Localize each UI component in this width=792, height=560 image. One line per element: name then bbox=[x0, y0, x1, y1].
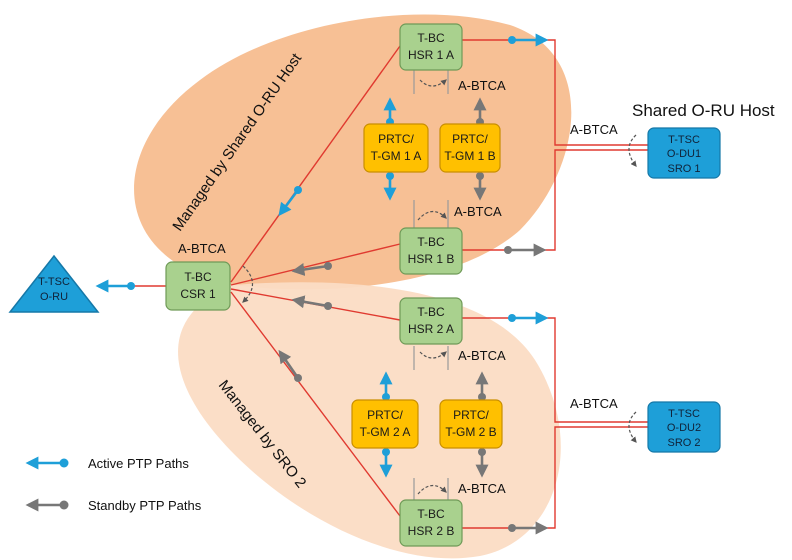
btca-arc-hsr1a bbox=[419, 79, 447, 87]
btca-label-csr1: A-BTCA bbox=[178, 241, 226, 256]
active-arrow-hsr1a-csr1 bbox=[278, 186, 302, 217]
btca-arc-du2 bbox=[628, 411, 637, 443]
svg-text:T-GM 2 B: T-GM 2 B bbox=[445, 425, 496, 439]
svg-text:T-TSC: T-TSC bbox=[38, 276, 70, 288]
svg-text:PRTC/: PRTC/ bbox=[378, 132, 414, 146]
svg-text:T-TSC: T-TSC bbox=[668, 134, 700, 146]
node-gm1b: PRTC/ T-GM 1 B bbox=[439, 123, 501, 173]
gm-connectors bbox=[413, 70, 449, 500]
legend-active: Active PTP Paths bbox=[25, 456, 189, 471]
legend-standby: Standby PTP Paths bbox=[25, 498, 202, 513]
btca-arc-csr1 bbox=[242, 265, 254, 303]
title-shared-oru-host: Shared O-RU Host bbox=[632, 101, 775, 120]
node-csr1: T-BC CSR 1 bbox=[165, 261, 231, 311]
node-hsr2b: T-BC HSR 2 B bbox=[399, 499, 463, 547]
node-gm1a: PRTC/ T-GM 1 A bbox=[363, 123, 429, 173]
standby-arrows bbox=[278, 97, 549, 535]
active-arrow-hsr2a-du2 bbox=[508, 311, 549, 325]
svg-text:T-BC: T-BC bbox=[417, 305, 445, 319]
svg-text:SRO 1: SRO 1 bbox=[667, 163, 700, 175]
standby-arrow-gm1b-down bbox=[473, 172, 487, 201]
node-du2: T-TSC O-DU2 SRO 2 bbox=[647, 401, 721, 453]
standby-arrow-hsr1b-csr1 bbox=[291, 262, 332, 276]
svg-text:CSR 1: CSR 1 bbox=[180, 287, 216, 301]
node-hsr2a: T-BC HSR 2 A bbox=[399, 297, 463, 345]
link-csr1-hsr1b bbox=[230, 243, 401, 286]
btca-label-du1: A-BTCA bbox=[570, 122, 618, 137]
node-hsr1b: T-BC HSR 1 B bbox=[399, 227, 463, 275]
active-arrow-gm2a-down bbox=[379, 448, 393, 478]
link-csr1-hsr2b bbox=[230, 291, 401, 517]
svg-text:T-GM 2 A: T-GM 2 A bbox=[360, 425, 411, 439]
legend: Active PTP Paths Standby PTP Paths bbox=[25, 456, 202, 513]
svg-text:O-DU1: O-DU1 bbox=[667, 148, 701, 160]
svg-text:PRTC/: PRTC/ bbox=[452, 132, 488, 146]
svg-text:T-TSC: T-TSC bbox=[668, 408, 700, 420]
btca-arc-hsr2a bbox=[419, 351, 447, 359]
svg-text:HSR 1 A: HSR 1 A bbox=[408, 48, 454, 62]
region-shared-oru-host bbox=[134, 14, 572, 290]
svg-text:PRTC/: PRTC/ bbox=[453, 408, 489, 422]
btca-label-hsr1a: A-BTCA bbox=[458, 78, 506, 93]
btca-arc-hsr2b bbox=[417, 484, 447, 495]
svg-text:T-BC: T-BC bbox=[417, 31, 445, 45]
btca-arc-du1 bbox=[628, 134, 637, 167]
svg-text:SRO 2: SRO 2 bbox=[667, 437, 700, 449]
active-arrow-gm2a-up bbox=[379, 371, 393, 401]
legend-active-label: Active PTP Paths bbox=[88, 456, 189, 471]
svg-text:T-GM 1 A: T-GM 1 A bbox=[371, 149, 422, 163]
btca-label-hsr1b: A-BTCA bbox=[454, 204, 502, 219]
svg-text:T-GM 1 B: T-GM 1 B bbox=[444, 149, 495, 163]
btca-arcs bbox=[242, 79, 637, 495]
legend-standby-label: Standby PTP Paths bbox=[88, 498, 202, 513]
svg-text:T-BC: T-BC bbox=[417, 235, 445, 249]
standby-arrow-gm2b-down bbox=[475, 448, 489, 478]
active-arrow-gm1a-down bbox=[383, 172, 397, 201]
node-gm2a: PRTC/ T-GM 2 A bbox=[351, 399, 419, 449]
svg-text:HSR 2 A: HSR 2 A bbox=[408, 322, 454, 336]
node-hsr1a: T-BC HSR 1 A bbox=[399, 23, 463, 71]
node-o-ru: T-TSC O-RU bbox=[8, 254, 100, 313]
active-arrow-csr1-oru bbox=[95, 279, 135, 293]
standby-arrow-hsr2a-csr1 bbox=[291, 295, 332, 310]
link-csr1-hsr1a bbox=[230, 45, 401, 283]
standby-arrow-hsr1b-du1 bbox=[504, 243, 547, 257]
standby-arrow-gm2b-up bbox=[475, 371, 489, 401]
active-arrow-hsr1a-du1 bbox=[508, 33, 549, 47]
svg-text:HSR 2 B: HSR 2 B bbox=[408, 524, 455, 538]
svg-text:T-BC: T-BC bbox=[184, 270, 212, 284]
standby-arrow-hsr2b-du2 bbox=[508, 521, 549, 535]
btca-label-du2: A-BTCA bbox=[570, 396, 618, 411]
btca-label-hsr2a: A-BTCA bbox=[458, 348, 506, 363]
node-du1: T-TSC O-DU1 SRO 1 bbox=[647, 127, 721, 179]
node-gm2b: PRTC/ T-GM 2 B bbox=[439, 399, 503, 449]
svg-text:T-BC: T-BC bbox=[417, 507, 445, 521]
btca-arc-hsr1b bbox=[417, 210, 447, 221]
svg-text:HSR 1 B: HSR 1 B bbox=[408, 252, 455, 266]
svg-text:PRTC/: PRTC/ bbox=[367, 408, 403, 422]
btca-label-hsr2b: A-BTCA bbox=[458, 481, 506, 496]
standby-arrow-hsr2b-csr1 bbox=[278, 349, 302, 382]
svg-text:O-DU2: O-DU2 bbox=[667, 422, 701, 434]
svg-text:O-RU: O-RU bbox=[40, 291, 68, 303]
